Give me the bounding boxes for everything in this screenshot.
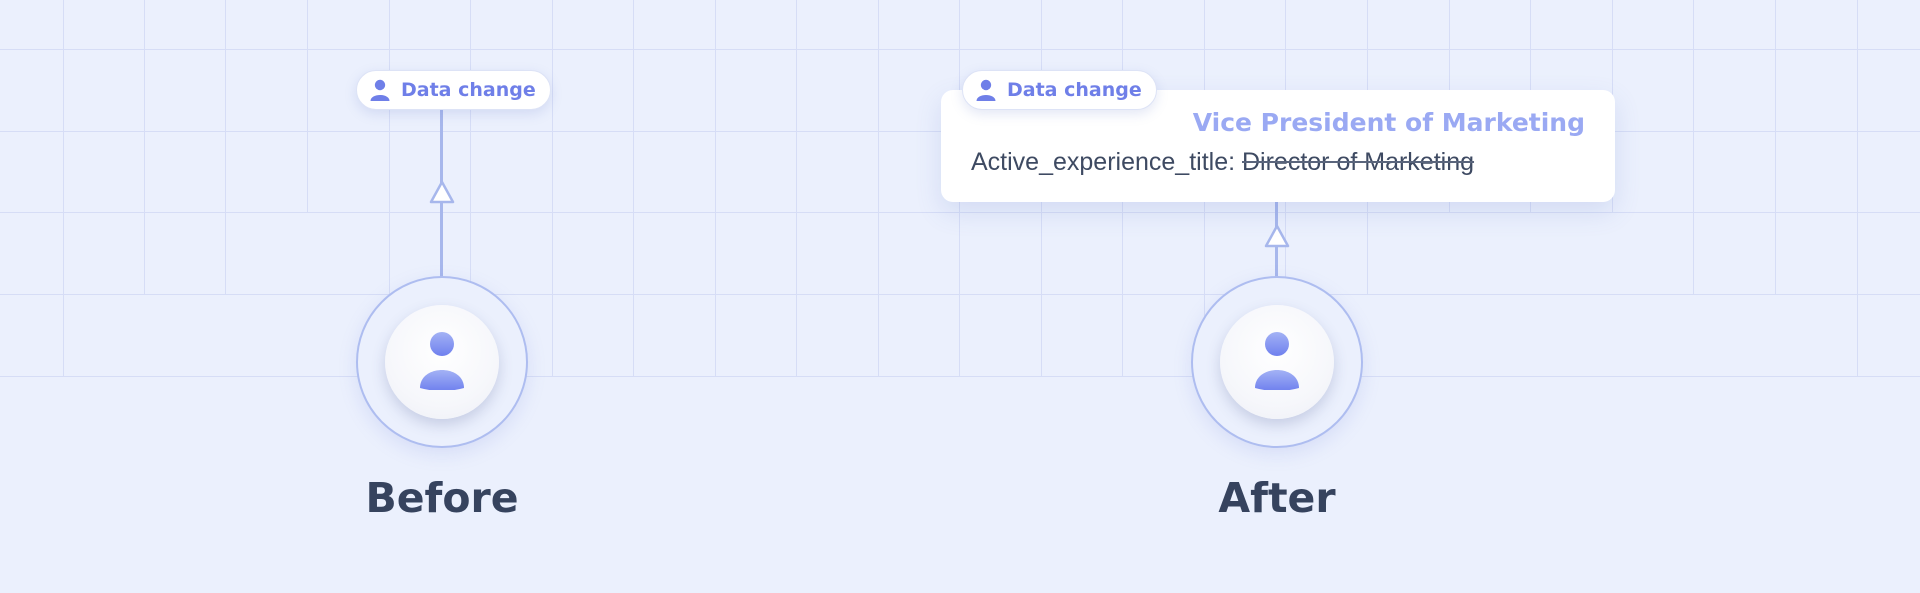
arrow-up-icon: [429, 180, 455, 204]
after-panel: After: [1077, 0, 1477, 593]
user-icon: [1255, 332, 1299, 390]
avatar-ring: [356, 276, 528, 448]
avatar-ring: [1191, 276, 1363, 448]
field-change-line: Active_experience_title: Director of Mar…: [971, 148, 1474, 177]
data-change-tag[interactable]: Data change: [962, 70, 1157, 110]
arrow-up-icon: [1264, 224, 1290, 248]
user-icon: [370, 79, 390, 101]
after-caption: After: [1218, 474, 1336, 522]
avatar[interactable]: [1220, 305, 1334, 419]
data-change-tag[interactable]: Data change: [356, 70, 551, 110]
user-icon: [420, 332, 464, 390]
data-change-label: Data change: [1007, 79, 1142, 101]
before-panel: Data change Before: [242, 0, 642, 593]
avatar[interactable]: [385, 305, 499, 419]
before-caption: Before: [365, 474, 519, 522]
field-label: Active_experience_title:: [971, 148, 1236, 176]
old-value: Director of Marketing: [1242, 148, 1475, 176]
user-icon: [976, 79, 996, 101]
data-change-label: Data change: [401, 79, 536, 101]
new-value: Vice President of Marketing: [1192, 108, 1585, 137]
